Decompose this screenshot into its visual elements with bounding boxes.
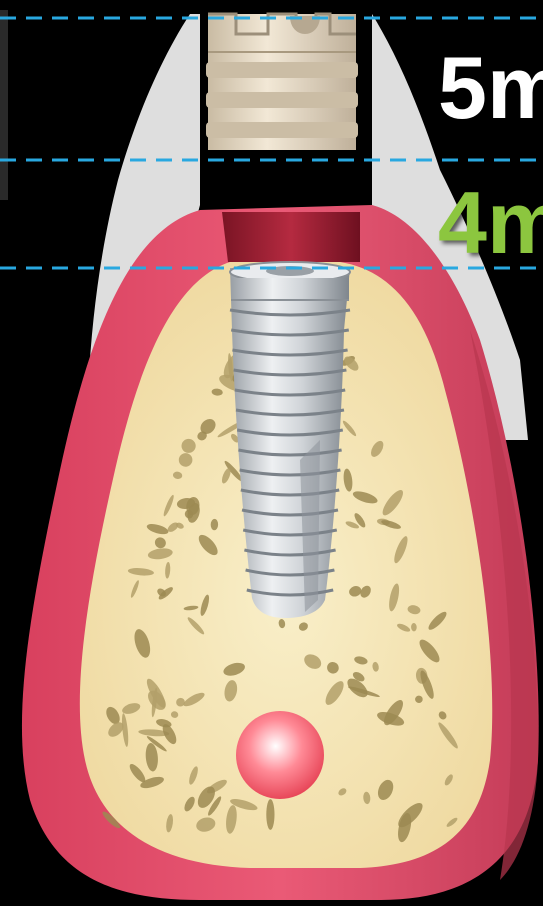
sulcus [222, 212, 360, 262]
measurement-label-5mm: 5m [438, 40, 543, 136]
nerve-canal-icon [236, 711, 324, 799]
trabecula [266, 799, 274, 830]
healing-cap-icon [206, 14, 358, 150]
measurement-label-4mm: 4m [438, 175, 543, 271]
left-strip [0, 10, 8, 200]
